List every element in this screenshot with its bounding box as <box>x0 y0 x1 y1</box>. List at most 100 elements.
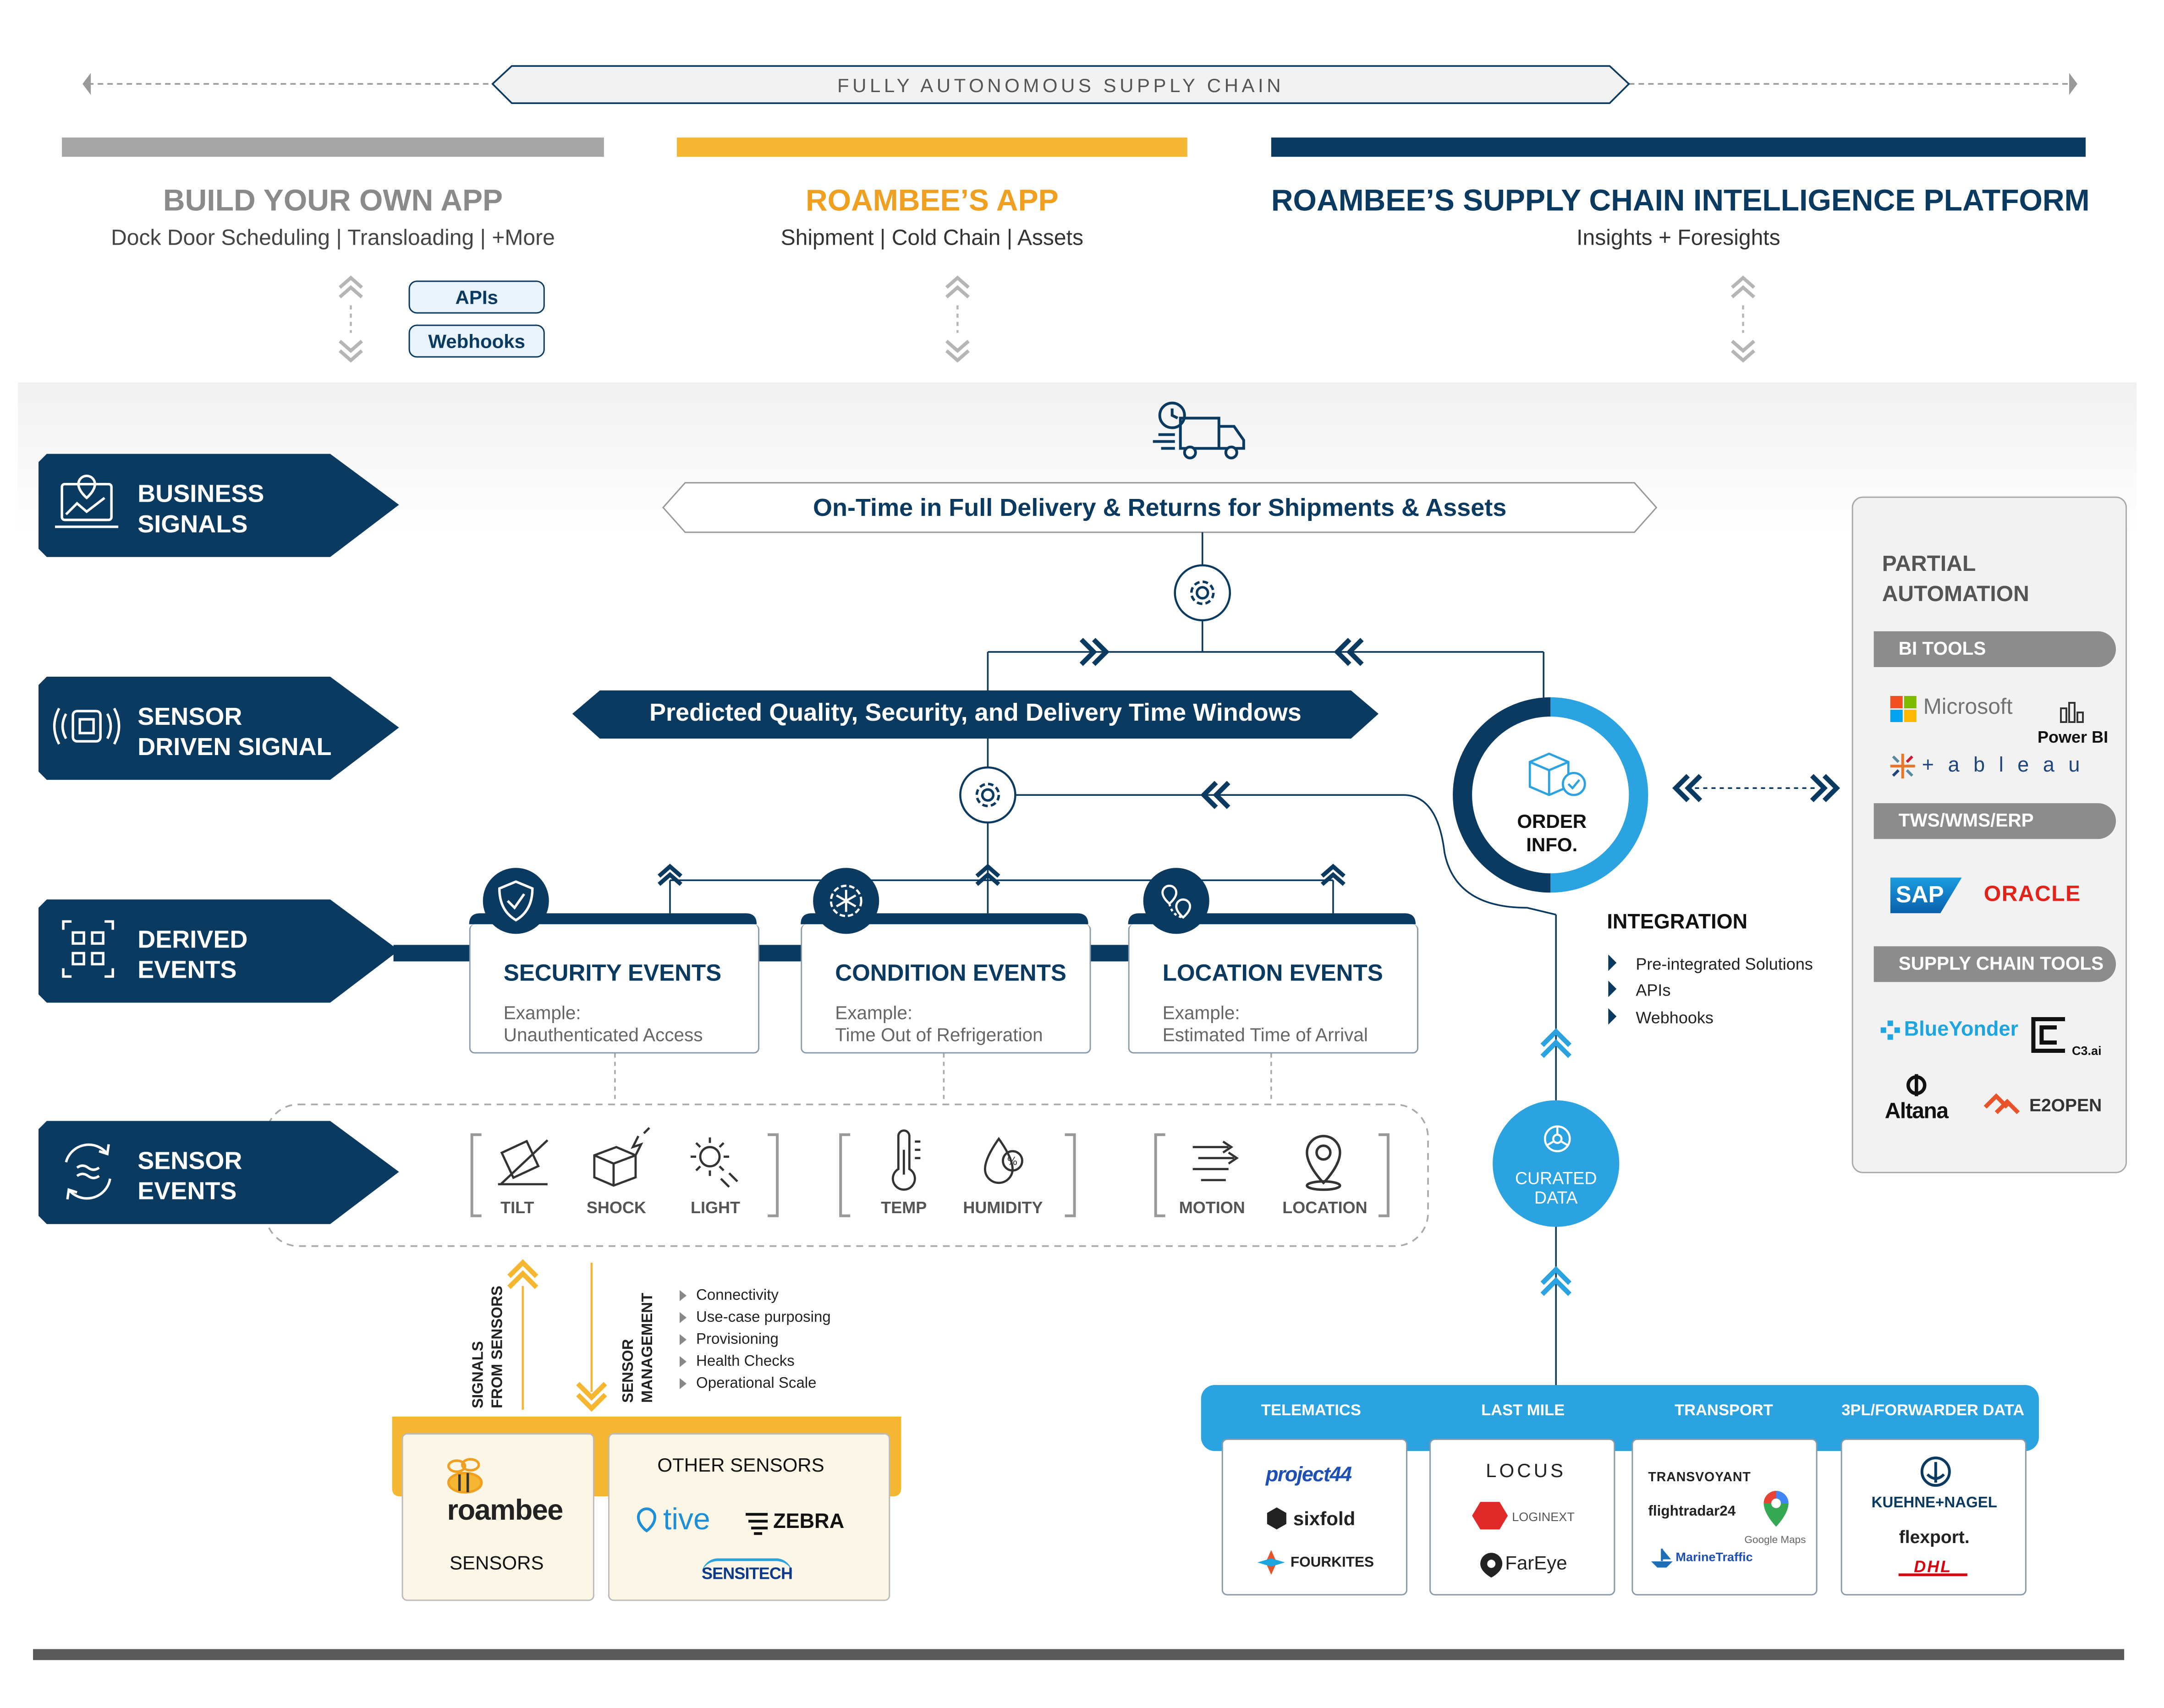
c3ai-icon <box>2031 1017 2065 1053</box>
project44-logo: project44 <box>1265 1463 1352 1487</box>
layer-sensor-events <box>38 1121 399 1224</box>
layer-business-signals <box>38 454 399 557</box>
c3ai-logo: C3.ai <box>2072 1044 2102 1058</box>
altana-logo: Altana <box>1884 1100 1949 1124</box>
sensor-label-humidity: HUMIDITY <box>963 1198 1043 1217</box>
order-box-icon <box>1528 752 1586 796</box>
signals-from-sensors-label-1: SIGNALS <box>470 1341 487 1409</box>
roambee-bee-icon <box>447 1458 483 1494</box>
telematics-label: TELEMATICS <box>1261 1403 1361 1420</box>
sensor-signal-icon <box>53 707 121 745</box>
last-mile-label: LAST MILE <box>1481 1403 1565 1420</box>
oracle-logo: ORACLE <box>1983 883 2081 907</box>
flightradar24-logo: flightradar24 <box>1648 1503 1736 1520</box>
transport-card <box>1631 1439 1818 1596</box>
thermometer-icon <box>891 1129 921 1191</box>
transvoyant-logo: TRANSVOYANT <box>1648 1470 1751 1486</box>
blueyonder-icon <box>1880 1020 1900 1040</box>
sensor-label-temp: TEMP <box>881 1198 927 1217</box>
fourkites-icon <box>1257 1550 1285 1575</box>
up-down-arrows-col2 <box>945 275 970 363</box>
map-laptop-icon <box>55 474 119 528</box>
tilt-icon <box>498 1139 549 1186</box>
management-item: Health Checks <box>696 1353 795 1370</box>
zebra-icon <box>746 1513 768 1535</box>
location-events-example-label: Example: <box>1162 1002 1240 1024</box>
roambee-sensors-card <box>401 1433 594 1601</box>
google-maps-pin-icon <box>1763 1491 1789 1527</box>
fareye-logo: FarEye <box>1505 1551 1567 1574</box>
sixfold-icon <box>1267 1507 1286 1530</box>
last-mile-card <box>1429 1439 1615 1596</box>
security-events-example: Unauthenticated Access <box>503 1024 703 1046</box>
column-subtitle-intelligence-platform: Insights + Foresights <box>1576 227 1780 251</box>
tableau-logo: + a b l e a u <box>1922 754 2084 777</box>
column-title-intelligence-platform: ROAMBEE’S SUPPLY CHAIN INTELLIGENCE PLAT… <box>1271 183 2090 218</box>
tableau-icon <box>1890 754 1915 779</box>
layer-sensor-events-line1: SENSOR <box>137 1147 242 1175</box>
sensor-label-tilt: TILT <box>500 1198 534 1217</box>
security-events-example-label: Example: <box>503 1002 581 1024</box>
layer-sensor-events-line2: EVENTS <box>137 1177 237 1205</box>
layer-business-signals-line1: BUSINESS <box>137 480 264 508</box>
microsoft-logo-icon <box>1890 696 1917 723</box>
signals-from-sensors-label-2: FROM SENSORS <box>489 1286 506 1409</box>
supply-chain-tools-label: SUPPLY CHAIN TOOLS <box>1873 946 2116 982</box>
sensor-label-location: LOCATION <box>1282 1198 1368 1217</box>
integration-item: APIs <box>1636 980 1671 1000</box>
power-bi-logo: Power BI <box>2037 728 2109 747</box>
3pl-forwarder-card <box>1840 1439 2027 1596</box>
integration-item: Pre-integrated Solutions <box>1636 954 1813 974</box>
layer-sensor-driven-line1: SENSOR <box>137 703 242 731</box>
up-down-arrows-col1 <box>339 275 363 363</box>
curated-data-line1: CURATED <box>1515 1169 1597 1188</box>
management-item: Use-case purposing <box>696 1309 831 1326</box>
partial-automation-title-line1: PARTIAL <box>1882 553 1976 576</box>
locus-logo: LOCUS <box>1486 1459 1566 1482</box>
management-item: Operational Scale <box>696 1375 817 1392</box>
e2open-icon <box>1983 1093 2020 1114</box>
sensor-management-label-2: MANAGEMENT <box>639 1292 656 1403</box>
curated-data-line2: DATA <box>1534 1188 1578 1208</box>
sixfold-logo: sixfold <box>1293 1507 1356 1530</box>
condition-events-example: Time Out of Refrigeration <box>835 1024 1043 1046</box>
light-icon <box>691 1137 738 1188</box>
data-cube-icon <box>1543 1125 1571 1152</box>
sensor-signal-text: Predicted Quality, Security, and Deliver… <box>649 699 1302 727</box>
layer-sensor-driven-signal <box>38 676 399 780</box>
security-events-title: SECURITY EVENTS <box>503 960 722 986</box>
banner-title: FULLY AUTONOMOUS SUPPLY CHAIN <box>837 74 1285 97</box>
sensor-label-shock: SHOCK <box>586 1198 646 1217</box>
layer-business-signals-line2: SIGNALS <box>137 510 248 538</box>
gear-icon <box>975 783 1000 807</box>
gear-icon <box>1190 580 1215 605</box>
banner-graphic <box>62 65 2086 363</box>
location-events-example: Estimated Time of Arrival <box>1162 1024 1368 1046</box>
condition-events-title: CONDITION EVENTS <box>835 960 1066 986</box>
scan-grid-icon <box>62 920 114 978</box>
e2open-logo: E2OPEN <box>2029 1095 2102 1116</box>
order-info-line1: ORDER <box>1517 810 1587 832</box>
layer-derived-events <box>38 899 399 1003</box>
webhooks-pill: Webhooks <box>408 324 545 358</box>
condition-events-card: CONDITION EVENTS Example: Time Out of Re… <box>801 924 1091 1054</box>
gear-snowflake-icon <box>813 868 879 934</box>
telematics-card <box>1221 1439 1408 1596</box>
tive-pin-icon <box>637 1507 656 1533</box>
zebra-logo: ZEBRA <box>773 1510 845 1534</box>
layer-sensor-driven-line2: DRIVEN SIGNAL <box>137 733 332 761</box>
column-subtitle-build-own-app: Dock Door Scheduling | Transloading | +M… <box>111 227 555 251</box>
tive-logo: tive <box>663 1502 710 1537</box>
sensitech-logo: SENSITECH <box>702 1558 793 1583</box>
blueyonder-logo: BlueYonder <box>1904 1018 2019 1041</box>
dhl-logo: DHL <box>1898 1558 1967 1577</box>
layer-derived-events-line1: DERIVED <box>137 925 248 953</box>
roambee-sensors-caption: SENSORS <box>449 1551 544 1574</box>
kuehne-nagel-anchor-icon <box>1920 1456 1951 1487</box>
shock-icon <box>593 1127 650 1187</box>
column-title-roambee-app: ROAMBEE’S APP <box>805 183 1059 218</box>
fareye-icon <box>1480 1553 1503 1578</box>
loginext-icon <box>1472 1502 1508 1530</box>
